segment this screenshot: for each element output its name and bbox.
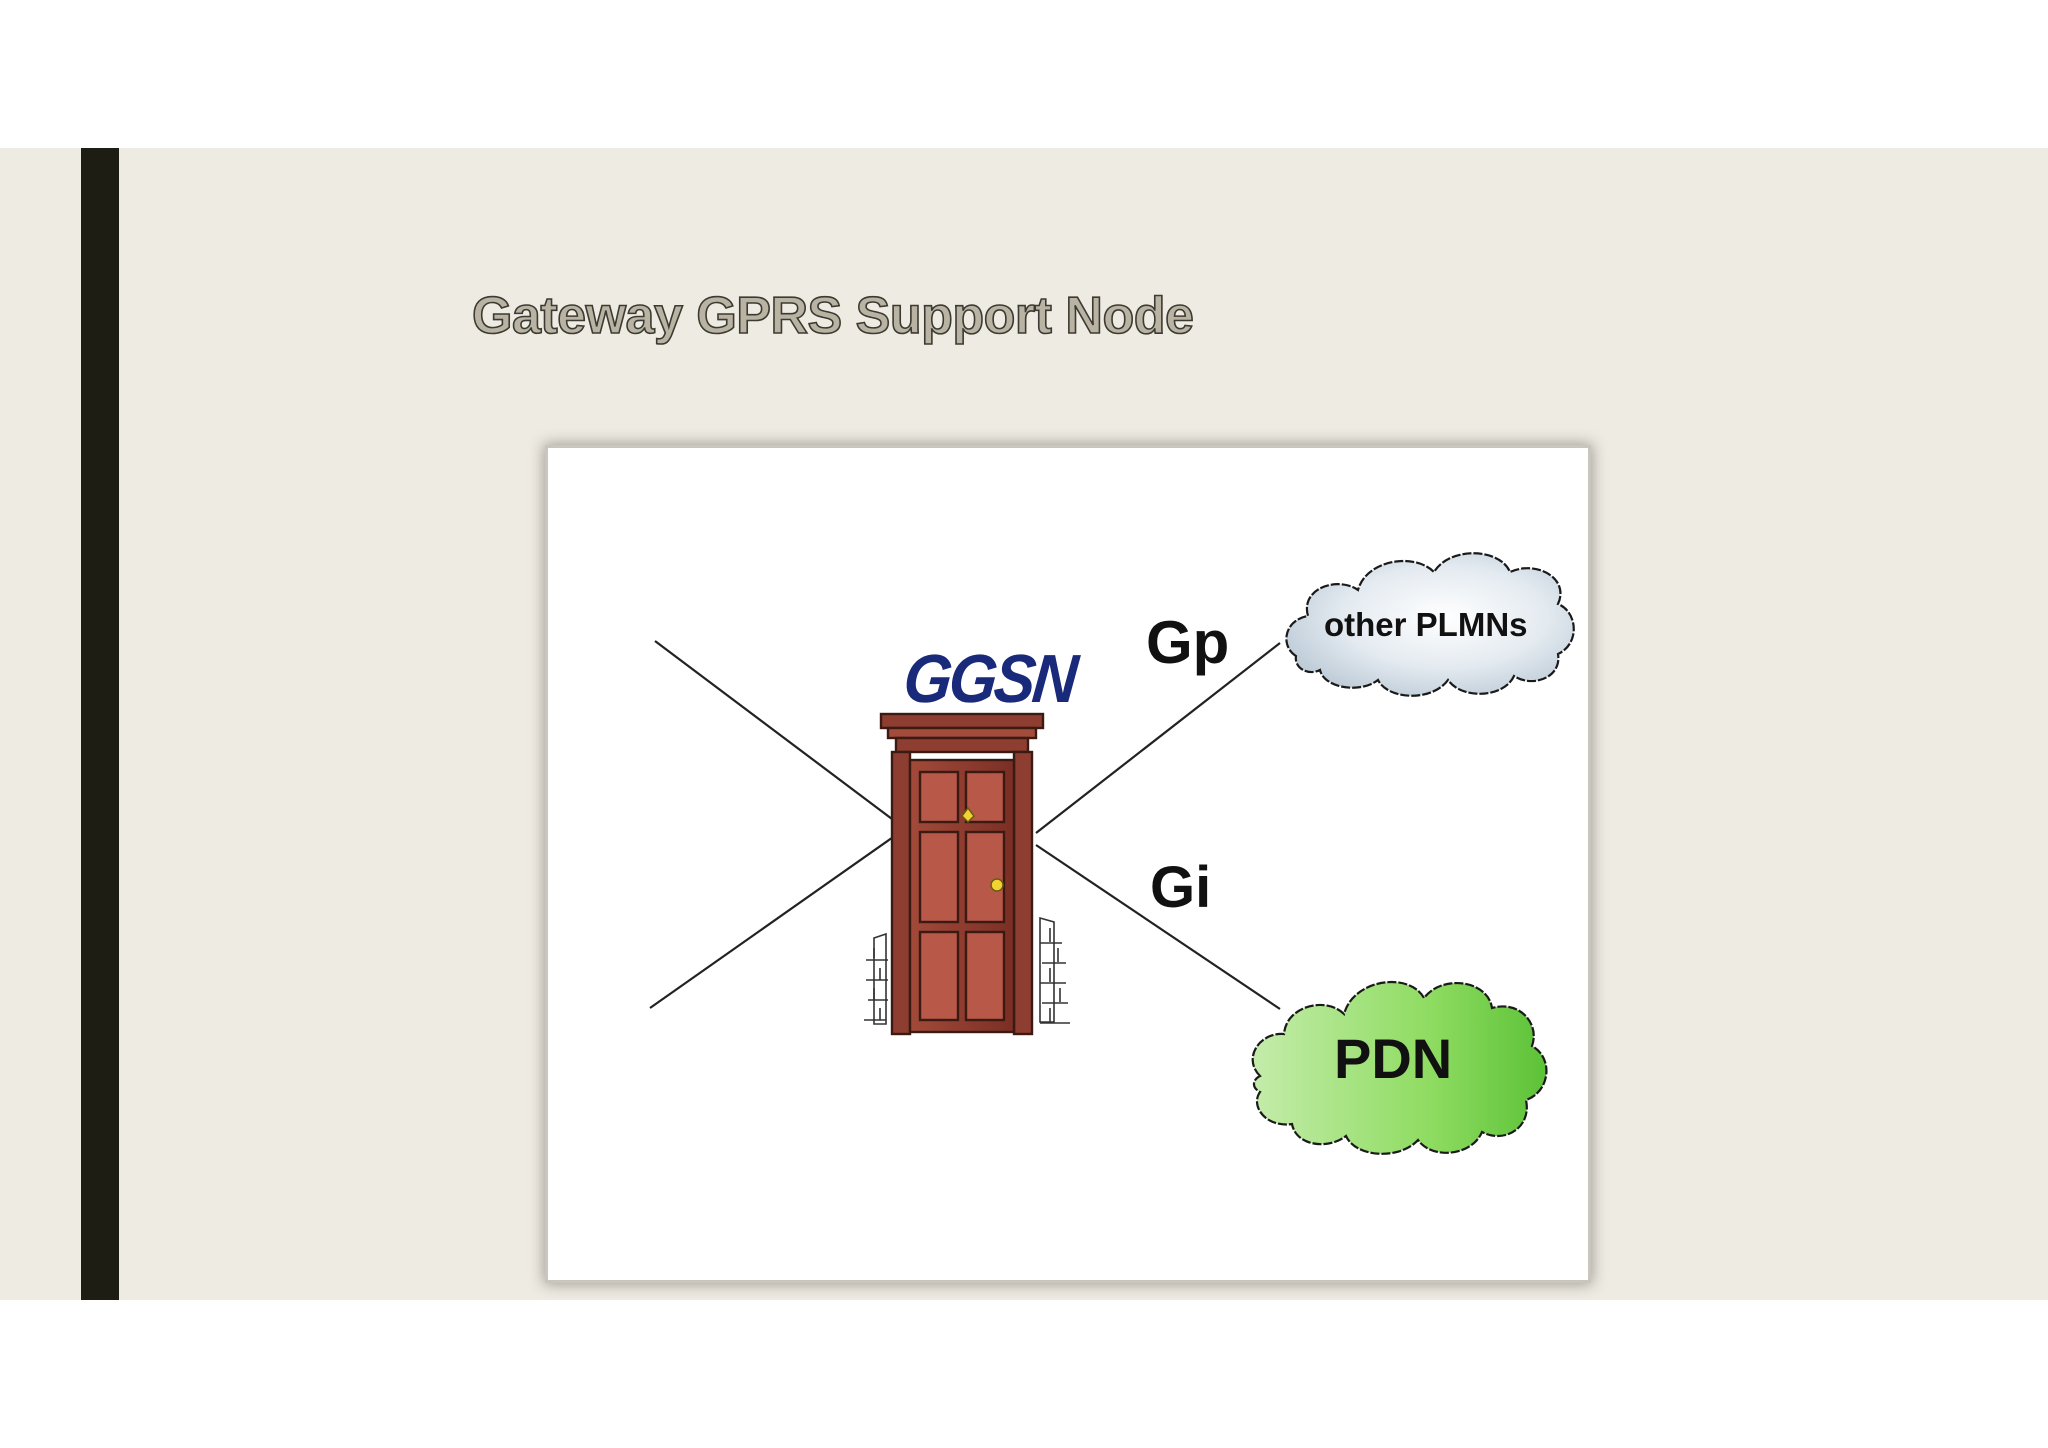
diagram-canvas	[649, 552, 1575, 1155]
ggsn-label: GGSN	[900, 641, 1079, 718]
gi-interface-label: Gi	[1150, 855, 1212, 920]
line-lower-left	[649, 834, 897, 1009]
slide: Gateway GPRS Support Node	[0, 148, 2048, 1300]
line-gi	[1035, 844, 1281, 1010]
pdn-cloud	[1251, 980, 1548, 1155]
slide-title: Gateway GPRS Support Node	[471, 286, 1194, 346]
pdn-label: PDN	[1334, 1027, 1453, 1090]
door-icon	[879, 712, 1045, 1036]
other-plmns-cloud	[1285, 552, 1575, 697]
ggsn-diagram: GGSN Gp Gi other PLMNs PDN	[548, 448, 1588, 1280]
line-gp	[1035, 642, 1281, 834]
accent-bar	[81, 148, 119, 1300]
gp-interface-label: Gp	[1146, 609, 1230, 676]
other-plmns-label: other PLMNs	[1324, 606, 1528, 643]
line-upper-left	[654, 640, 897, 823]
brick-wall	[864, 916, 1070, 1025]
connection-lines	[649, 640, 1281, 1010]
